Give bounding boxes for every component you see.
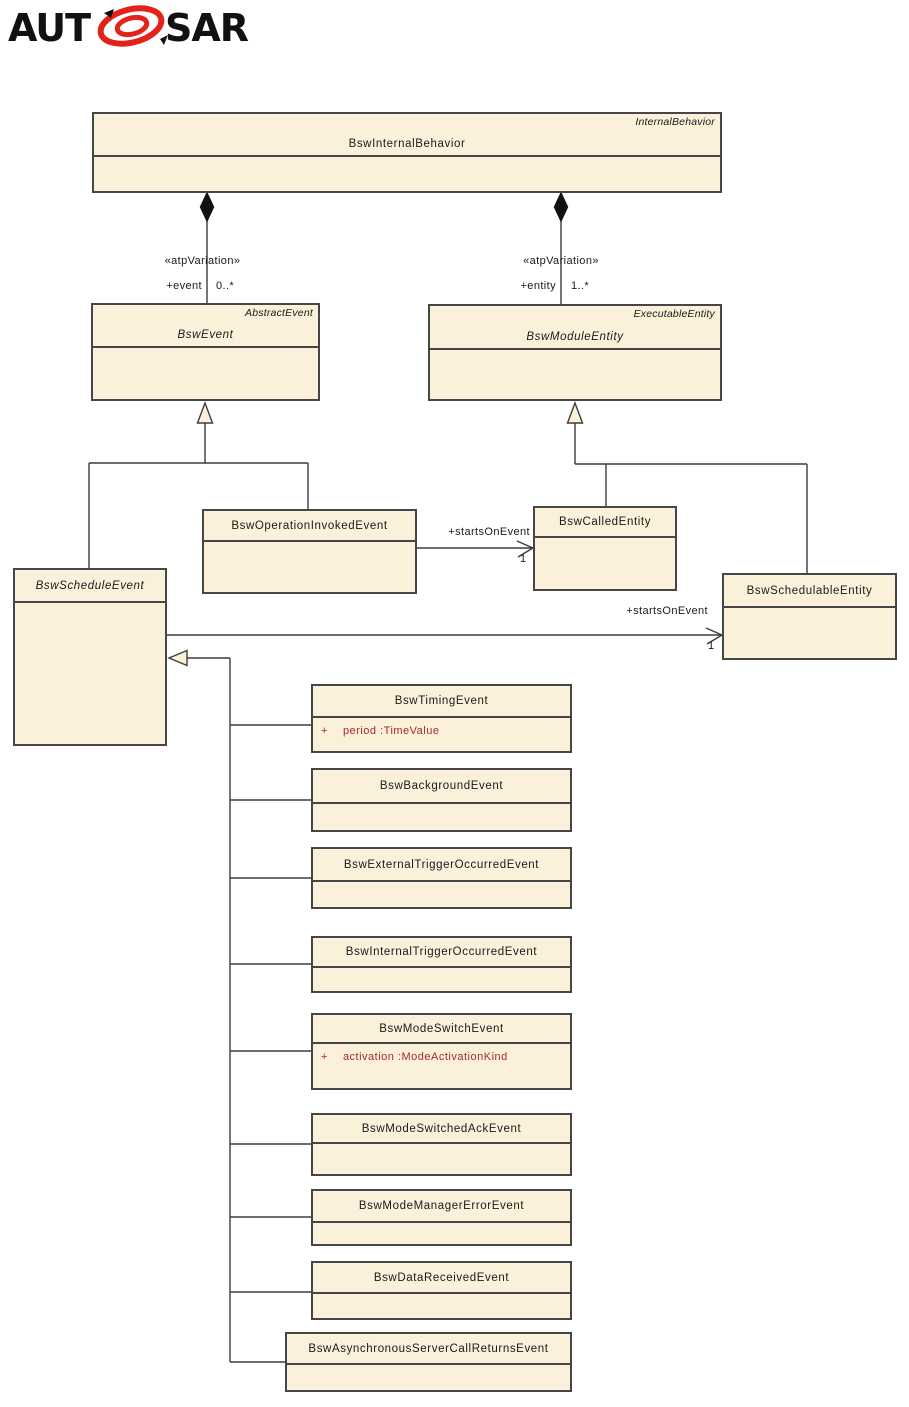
class-bsw-external-trigger-occurred-event: BswExternalTriggerOccurredEvent [311, 847, 572, 909]
attributes-compartment [313, 804, 570, 830]
class-name: BswOperationInvokedEvent [231, 519, 388, 532]
base-class-label: AbstractEvent [245, 307, 313, 319]
logo-o-swirl-icon [97, 5, 168, 47]
class-bsw-schedulable-entity: BswSchedulableEntity [722, 573, 897, 660]
class-name: BswModeSwitchEvent [379, 1022, 504, 1035]
attributes-compartment [313, 1144, 570, 1174]
class-bsw-module-entity: ExecutableEntity BswModuleEntity [428, 304, 722, 401]
attribute-row-period: + period :TimeValue [313, 718, 570, 737]
class-name: BswBackgroundEvent [379, 780, 504, 792]
class-name: BswTimingEvent [394, 695, 489, 707]
association-label-starts-on-event-2: +startsOnEvent [626, 605, 708, 617]
generalization-bswscheduleevent-trunk [167, 649, 311, 1363]
class-bsw-mode-manager-error-event: BswModeManagerErrorEvent [311, 1189, 572, 1246]
attributes-compartment [15, 603, 165, 744]
composition-diamond-icon [553, 191, 569, 223]
composition-connector-event [199, 191, 215, 303]
generalization-arrow-icon [566, 401, 584, 424]
composition-connector-entity [553, 191, 569, 304]
stereotype-atpvariation-left: «atpVariation» [164, 255, 241, 267]
class-name: BswInternalTriggerOccurredEvent [345, 946, 538, 958]
attributes-compartment [313, 968, 570, 991]
multiplicity-starts-on-event-2: 1 [708, 640, 715, 652]
composition-diamond-icon [199, 191, 215, 223]
class-name: BswEvent [177, 329, 234, 341]
logo-text-left: AUT [8, 6, 91, 50]
generalization-arrow-icon [196, 401, 214, 424]
class-name: BswModeSwitchedAckEvent [361, 1122, 522, 1135]
generalization-bswevent-tree [88, 401, 309, 568]
attribute-text: activation :ModeActivationKind [342, 1051, 508, 1063]
class-name: BswExternalTriggerOccurredEvent [343, 858, 540, 871]
open-arrowhead-icon [705, 627, 723, 645]
attributes-compartment [313, 1294, 570, 1318]
class-name: BswDataReceivedEvent [373, 1271, 510, 1284]
association-label-starts-on-event-1: +startsOnEvent [448, 526, 530, 538]
attributes-compartment [724, 608, 895, 658]
class-name: BswModeManagerErrorEvent [358, 1200, 525, 1212]
logo-text-right: SAR [165, 6, 249, 50]
class-name: BswSchedulableEntity [746, 584, 873, 597]
class-name: BswScheduleEvent [35, 579, 145, 592]
multiplicity-event-label: 0..* [216, 280, 235, 292]
multiplicity-starts-on-event-1: 1 [520, 553, 527, 565]
class-bsw-background-event: BswBackgroundEvent [311, 768, 572, 832]
class-bsw-internal-trigger-occurred-event: BswInternalTriggerOccurredEvent [311, 936, 572, 993]
association-starts-on-event-schedulable [167, 627, 723, 645]
class-bsw-data-received-event: BswDataReceivedEvent [311, 1261, 572, 1320]
attribute-row-activation: + activation :ModeActivationKind [313, 1044, 570, 1063]
base-class-label: ExecutableEntity [633, 308, 715, 320]
attributes-compartment [535, 538, 675, 589]
class-bsw-asynchronous-server-call-returns-event: BswAsynchronousServerCallReturnsEvent [285, 1332, 572, 1392]
attributes-compartment [287, 1365, 570, 1390]
attributes-compartment [313, 1223, 570, 1244]
association-starts-on-event-called [417, 540, 534, 558]
attributes-compartment [204, 542, 415, 592]
class-bsw-mode-switch-event: BswModeSwitchEvent + activation :ModeAct… [311, 1013, 572, 1090]
class-bsw-timing-event: BswTimingEvent + period :TimeValue [311, 684, 572, 753]
attributes-compartment: + activation :ModeActivationKind [313, 1044, 570, 1088]
attributes-compartment: + period :TimeValue [313, 718, 570, 751]
attributes-compartment [94, 157, 720, 191]
role-event-label: +event [166, 280, 202, 292]
generalization-bswmoduleentity-tree [566, 401, 808, 573]
attributes-compartment [430, 350, 720, 399]
base-class-label: InternalBehavior [635, 116, 715, 128]
attributes-compartment [93, 348, 318, 399]
attribute-text: period :TimeValue [342, 725, 440, 737]
multiplicity-entity-label: 1..* [571, 280, 590, 292]
attribute-visibility: + [321, 725, 328, 737]
class-name: BswAsynchronousServerCallReturnsEvent [308, 1342, 549, 1355]
autosar-logo: AUT SAR [8, 5, 250, 50]
class-name: BswCalledEntity [558, 516, 652, 528]
class-bsw-called-entity: BswCalledEntity [533, 506, 677, 591]
class-bsw-mode-switched-ack-event: BswModeSwitchedAckEvent [311, 1113, 572, 1176]
class-name: BswModuleEntity [526, 331, 624, 343]
attribute-visibility: + [321, 1051, 328, 1063]
open-arrowhead-icon [516, 540, 534, 558]
role-entity-label: +entity [520, 280, 556, 292]
class-bsw-internal-behavior: InternalBehavior BswInternalBehavior [92, 112, 722, 193]
attributes-compartment [313, 882, 570, 907]
class-name: BswInternalBehavior [348, 138, 466, 150]
generalization-arrow-icon [167, 649, 188, 667]
class-bsw-operation-invoked-event: BswOperationInvokedEvent [202, 509, 417, 594]
class-bsw-schedule-event: BswScheduleEvent [13, 568, 167, 746]
stereotype-atpvariation-right: «atpVariation» [523, 255, 599, 267]
class-bsw-event: AbstractEvent BswEvent [91, 303, 320, 401]
